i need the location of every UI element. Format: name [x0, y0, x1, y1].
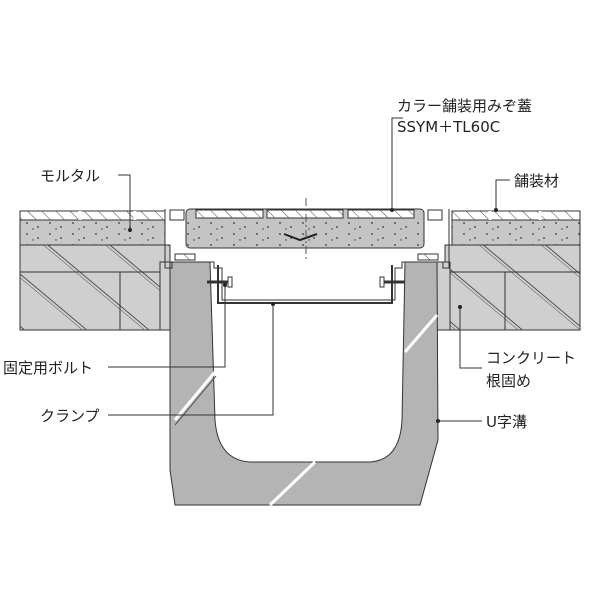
base-layer	[19, 244, 581, 331]
u-ditch	[169, 261, 439, 507]
label-u-ditch: U字溝	[486, 413, 527, 431]
label-cover-name: カラー舗装用みぞ蓋	[397, 97, 532, 115]
label-fixing-bolt: 固定用ボルト	[3, 359, 93, 377]
leader-lines	[108, 117, 510, 423]
label-mortar: モルタル	[40, 167, 100, 185]
label-clamp: クランプ	[40, 407, 100, 425]
fixing-bolts	[207, 276, 405, 288]
label-concrete-line2: 根固め	[486, 372, 531, 390]
clamp	[217, 265, 393, 304]
label-concrete-line1: コンクリート	[486, 349, 576, 367]
mortar-layer	[19, 219, 581, 246]
concrete-foundation	[159, 261, 451, 331]
label-cover-model: SSYM＋TL60C	[397, 118, 500, 136]
grate-cover	[164, 198, 450, 301]
label-paving: 舗装材	[514, 172, 559, 190]
